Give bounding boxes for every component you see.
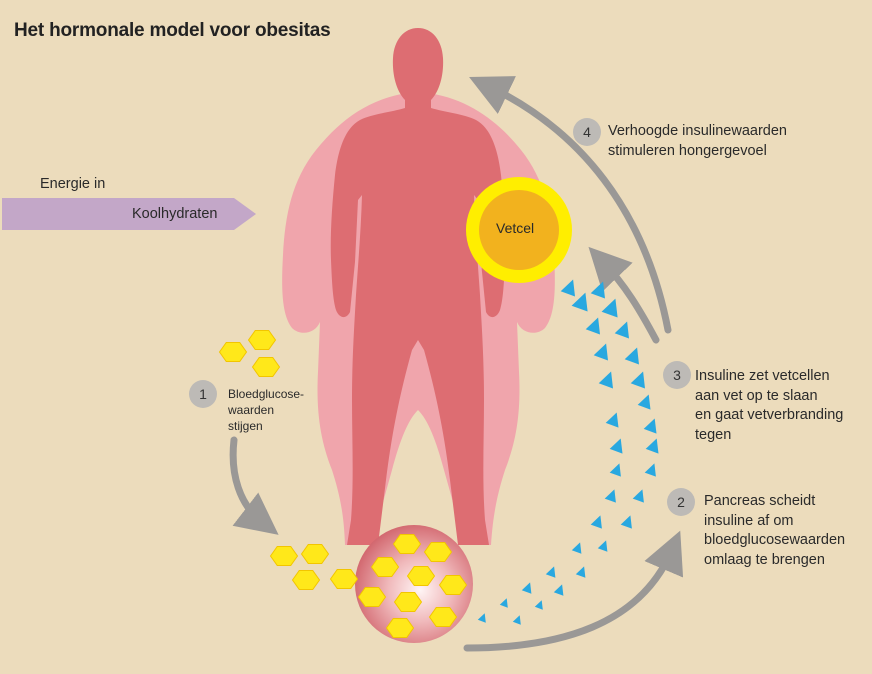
insulin-triangle bbox=[560, 279, 575, 297]
step3-line: tegen bbox=[695, 426, 732, 443]
insulin-triangle bbox=[604, 489, 616, 503]
insulin-triangle bbox=[609, 463, 621, 477]
step2-line: omlaag te brengen bbox=[704, 551, 825, 568]
glucose-hexagon bbox=[357, 587, 387, 607]
insulin-triangles bbox=[477, 279, 659, 625]
glucose-hexagon bbox=[393, 592, 423, 612]
insulin-triangle bbox=[534, 600, 543, 610]
glucose-hexagon bbox=[218, 342, 248, 362]
energy-in-label: Energie in bbox=[40, 176, 106, 192]
insulin-triangle bbox=[620, 515, 632, 529]
arrow-step4 bbox=[469, 76, 672, 334]
diagram-title: Het hormonale model voor obesitas bbox=[14, 20, 331, 41]
step4-line: Verhoogde insulinewaarden bbox=[608, 123, 787, 139]
step1-line: Bloedglucose- bbox=[228, 387, 305, 401]
insulin-triangle bbox=[545, 566, 556, 578]
insulin-triangle bbox=[593, 343, 608, 361]
glucose-hexagon bbox=[406, 566, 436, 586]
insulin-triangle bbox=[585, 317, 600, 335]
step3-text: Insuline zet vetcellen aan vet op te sla… bbox=[695, 367, 843, 445]
step3-line: Insuline zet vetcellen bbox=[695, 368, 830, 384]
glucose-molecules bbox=[218, 330, 468, 638]
glucose-hexagon bbox=[269, 546, 299, 566]
energy-arrow bbox=[2, 198, 256, 230]
step3-line: en gaat vetverbranding bbox=[695, 407, 844, 423]
arrow-step1 bbox=[229, 436, 279, 535]
step2-line: insuline af om bbox=[704, 512, 794, 529]
insulin-triangle bbox=[624, 347, 639, 365]
glucose-hexagon bbox=[251, 357, 281, 377]
body-inner-silhouette bbox=[330, 28, 506, 545]
insulin-triangle bbox=[521, 582, 532, 594]
insulin-triangle bbox=[590, 515, 602, 529]
insulin-triangle bbox=[614, 321, 629, 339]
insulin-triangle bbox=[609, 438, 623, 454]
glucose-hexagon bbox=[291, 570, 321, 590]
insulin-triangle bbox=[512, 615, 521, 625]
insulin-triangle bbox=[643, 418, 657, 434]
glucose-hexagon bbox=[428, 607, 458, 627]
insulin-triangle bbox=[630, 371, 645, 389]
insulin-triangle bbox=[598, 371, 613, 389]
insulin-triangle bbox=[553, 584, 564, 596]
arrow-step3 bbox=[588, 246, 660, 344]
glucose-hexagon bbox=[423, 542, 453, 562]
step4-line: stimuleren hongergevoel bbox=[608, 142, 767, 159]
glucose-hexagon bbox=[392, 534, 422, 554]
step1-line: waarden bbox=[228, 403, 275, 417]
step2-text: Pancreas scheidt insuline af om bloedglu… bbox=[704, 492, 845, 570]
insulin-triangle bbox=[637, 394, 651, 410]
arrow-step2 bbox=[463, 530, 684, 652]
step2-line: Pancreas scheidt bbox=[704, 493, 816, 509]
step4-text: Verhoogde insulinewaarden stimuleren hon… bbox=[608, 122, 787, 161]
insulin-triangle bbox=[601, 298, 618, 318]
step2-line: bloedglucosewaarden bbox=[704, 532, 846, 548]
insulin-triangle bbox=[571, 292, 588, 312]
insulin-triangle bbox=[597, 540, 608, 552]
glucose-hexagon bbox=[247, 330, 277, 350]
insulin-triangle bbox=[571, 542, 582, 554]
glucose-hexagon bbox=[385, 618, 415, 638]
carbohydrates-label: Koolhydraten bbox=[132, 206, 218, 222]
glucose-hexagon bbox=[329, 569, 359, 589]
glucose-hexagon bbox=[438, 575, 468, 595]
step2-number: 2 bbox=[667, 488, 695, 516]
step1-text: Bloedglucose- waarden stijgen bbox=[228, 386, 304, 434]
step3-line: aan vet op te slaan bbox=[695, 387, 818, 404]
insulin-triangle bbox=[590, 281, 605, 299]
insulin-triangle bbox=[499, 598, 508, 608]
insulin-triangle bbox=[632, 489, 644, 503]
fat-cell-core bbox=[479, 190, 559, 270]
insulin-triangle bbox=[644, 463, 656, 477]
glucose-hexagon bbox=[370, 557, 400, 577]
step1-number: 1 bbox=[189, 380, 217, 408]
insulin-triangle bbox=[477, 613, 486, 623]
step3-number: 3 bbox=[663, 361, 691, 389]
insulin-triangle bbox=[575, 566, 586, 578]
insulin-triangle bbox=[645, 438, 659, 454]
fat-cell-label: Vetcel bbox=[496, 220, 535, 236]
insulin-triangle bbox=[605, 412, 619, 428]
step4-number: 4 bbox=[573, 118, 601, 146]
glucose-hexagon bbox=[300, 544, 330, 564]
step1-line: stijgen bbox=[228, 419, 263, 433]
